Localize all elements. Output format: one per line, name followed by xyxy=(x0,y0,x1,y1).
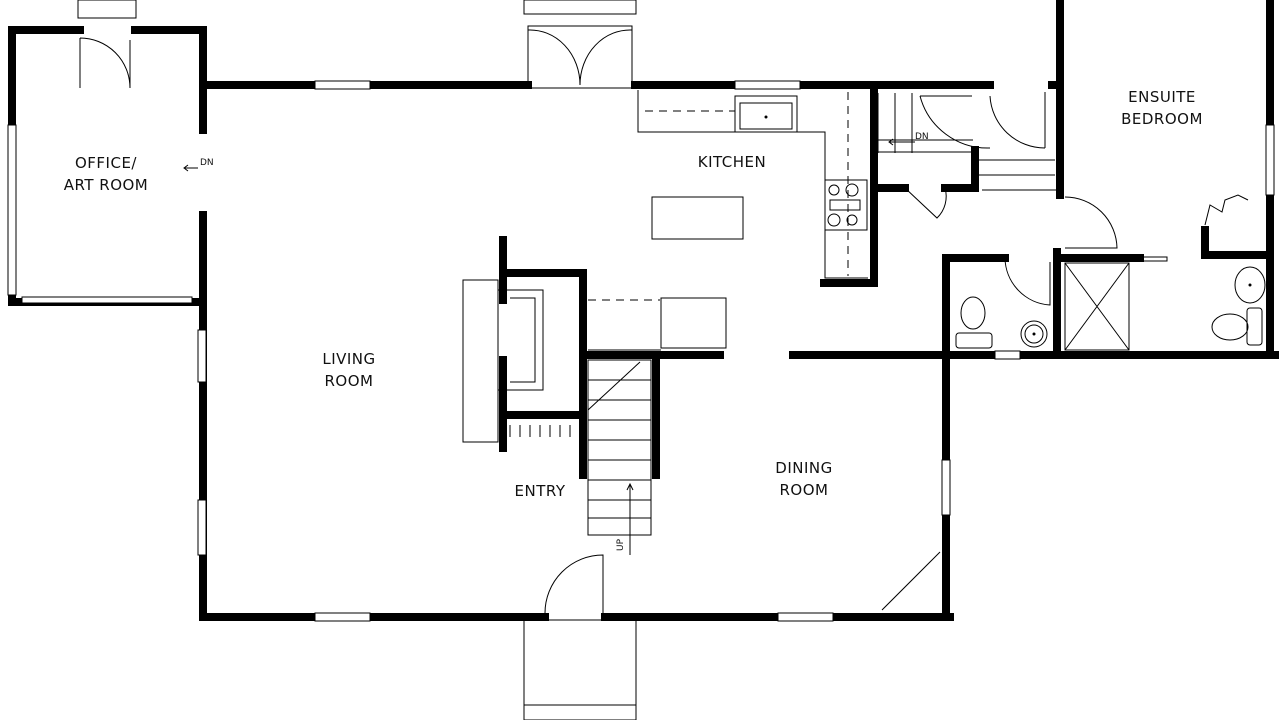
living-label-line1: LIVING xyxy=(322,350,376,368)
room-label-living: LIVING ROOM xyxy=(322,348,375,392)
room-label-dining: DINING ROOM xyxy=(775,457,832,501)
office-walls xyxy=(7,0,207,621)
kitchen-fixtures xyxy=(588,90,868,351)
dining-label-line1: DINING xyxy=(775,459,833,477)
fireplace-and-stairs xyxy=(462,279,652,555)
ensuite-label-line2: BEDROOM xyxy=(1121,110,1203,128)
hall-dn-label: DN xyxy=(915,132,929,142)
main-walls xyxy=(197,0,1279,622)
doors-and-porches xyxy=(523,0,1249,720)
stair-up-label: UP xyxy=(616,538,627,552)
room-label-kitchen: KITCHEN xyxy=(697,153,767,171)
room-label-ensuite: ENSUITE BEDROOM xyxy=(1121,86,1203,130)
room-label-entry: ENTRY xyxy=(514,482,566,500)
bathroom-fixtures xyxy=(955,262,1266,351)
office-dn-label: DN xyxy=(200,158,214,168)
living-label-line2: ROOM xyxy=(324,372,374,390)
dining-label-line2: ROOM xyxy=(779,481,829,499)
room-label-office: OFFICE/ ART ROOM xyxy=(64,152,149,196)
ensuite-label-line1: ENSUITE xyxy=(1128,88,1196,106)
office-label-line2: ART ROOM xyxy=(63,176,149,194)
office-label-line1: OFFICE/ xyxy=(74,154,137,172)
hall-stairs xyxy=(183,93,1057,191)
